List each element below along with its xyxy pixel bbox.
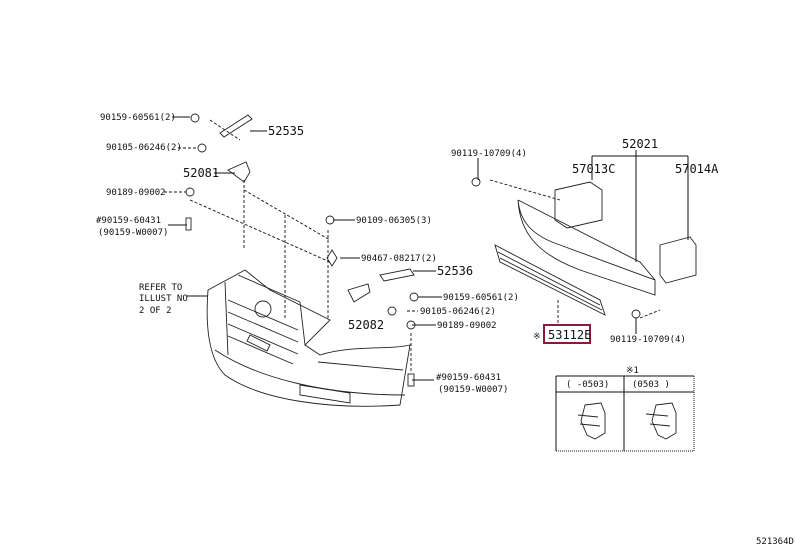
part-label[interactable]: 90189-09002 (106, 188, 166, 198)
part-label[interactable]: 52021 (622, 137, 658, 151)
brackets (219, 114, 415, 303)
absorber-variant-early (577, 402, 606, 440)
part-label-highlighted[interactable]: 53112E (548, 328, 591, 342)
part-label[interactable]: 52535 (268, 124, 304, 138)
bumper-cover (206, 269, 411, 407)
inset-table: ※1 ( -0503) (0503 ) (555, 366, 695, 452)
refer-note: ILLUST NO (139, 294, 188, 304)
part-label[interactable]: 52082 (348, 318, 384, 332)
part-label[interactable]: (90159-W0007) (438, 385, 508, 395)
inset-col-header: ( -0503) (566, 380, 609, 390)
part-label[interactable]: 90159-60561(2) (443, 293, 519, 303)
part-label[interactable]: 57014A (675, 162, 719, 176)
inset-title: ※1 (626, 366, 639, 376)
part-label[interactable]: #90159-60431 (96, 216, 161, 226)
part-label[interactable]: 90159-60561(2) (100, 113, 176, 123)
inset-col-header: (0503 ) (632, 380, 670, 390)
leader-lines (164, 116, 689, 381)
part-label[interactable]: 90119-10709(4) (610, 335, 686, 345)
bumper-reinforcement (517, 181, 697, 296)
highlight-box (543, 324, 591, 344)
part-label[interactable]: (90159-W0007) (98, 228, 168, 238)
energy-absorber (494, 244, 606, 316)
part-label[interactable]: 52536 (437, 264, 473, 278)
part-label[interactable]: 52081 (183, 166, 219, 180)
reference-mark: ※ (533, 332, 541, 342)
part-label[interactable]: 90467-08217(2) (361, 254, 437, 264)
part-label[interactable]: 57013C (572, 162, 615, 176)
absorber-variant-late (645, 402, 677, 440)
fasteners (185, 113, 641, 387)
part-label[interactable]: 90109-06305(3) (356, 216, 432, 226)
refer-note: 2 OF 2 (139, 306, 172, 316)
part-label[interactable]: 90105-06246(2) (420, 307, 496, 317)
part-label[interactable]: 90189-09002 (437, 321, 497, 331)
refer-note: REFER TO (139, 283, 182, 293)
diagram-id: 521364D (756, 537, 794, 547)
part-labels: 90159-60561(2) 52535 90105-06246(2) 5208… (96, 113, 719, 395)
part-label[interactable]: 90119-10709(4) (451, 149, 527, 159)
part-label[interactable]: 90105-06246(2) (106, 143, 182, 153)
part-label[interactable]: #90159-60431 (436, 373, 501, 383)
